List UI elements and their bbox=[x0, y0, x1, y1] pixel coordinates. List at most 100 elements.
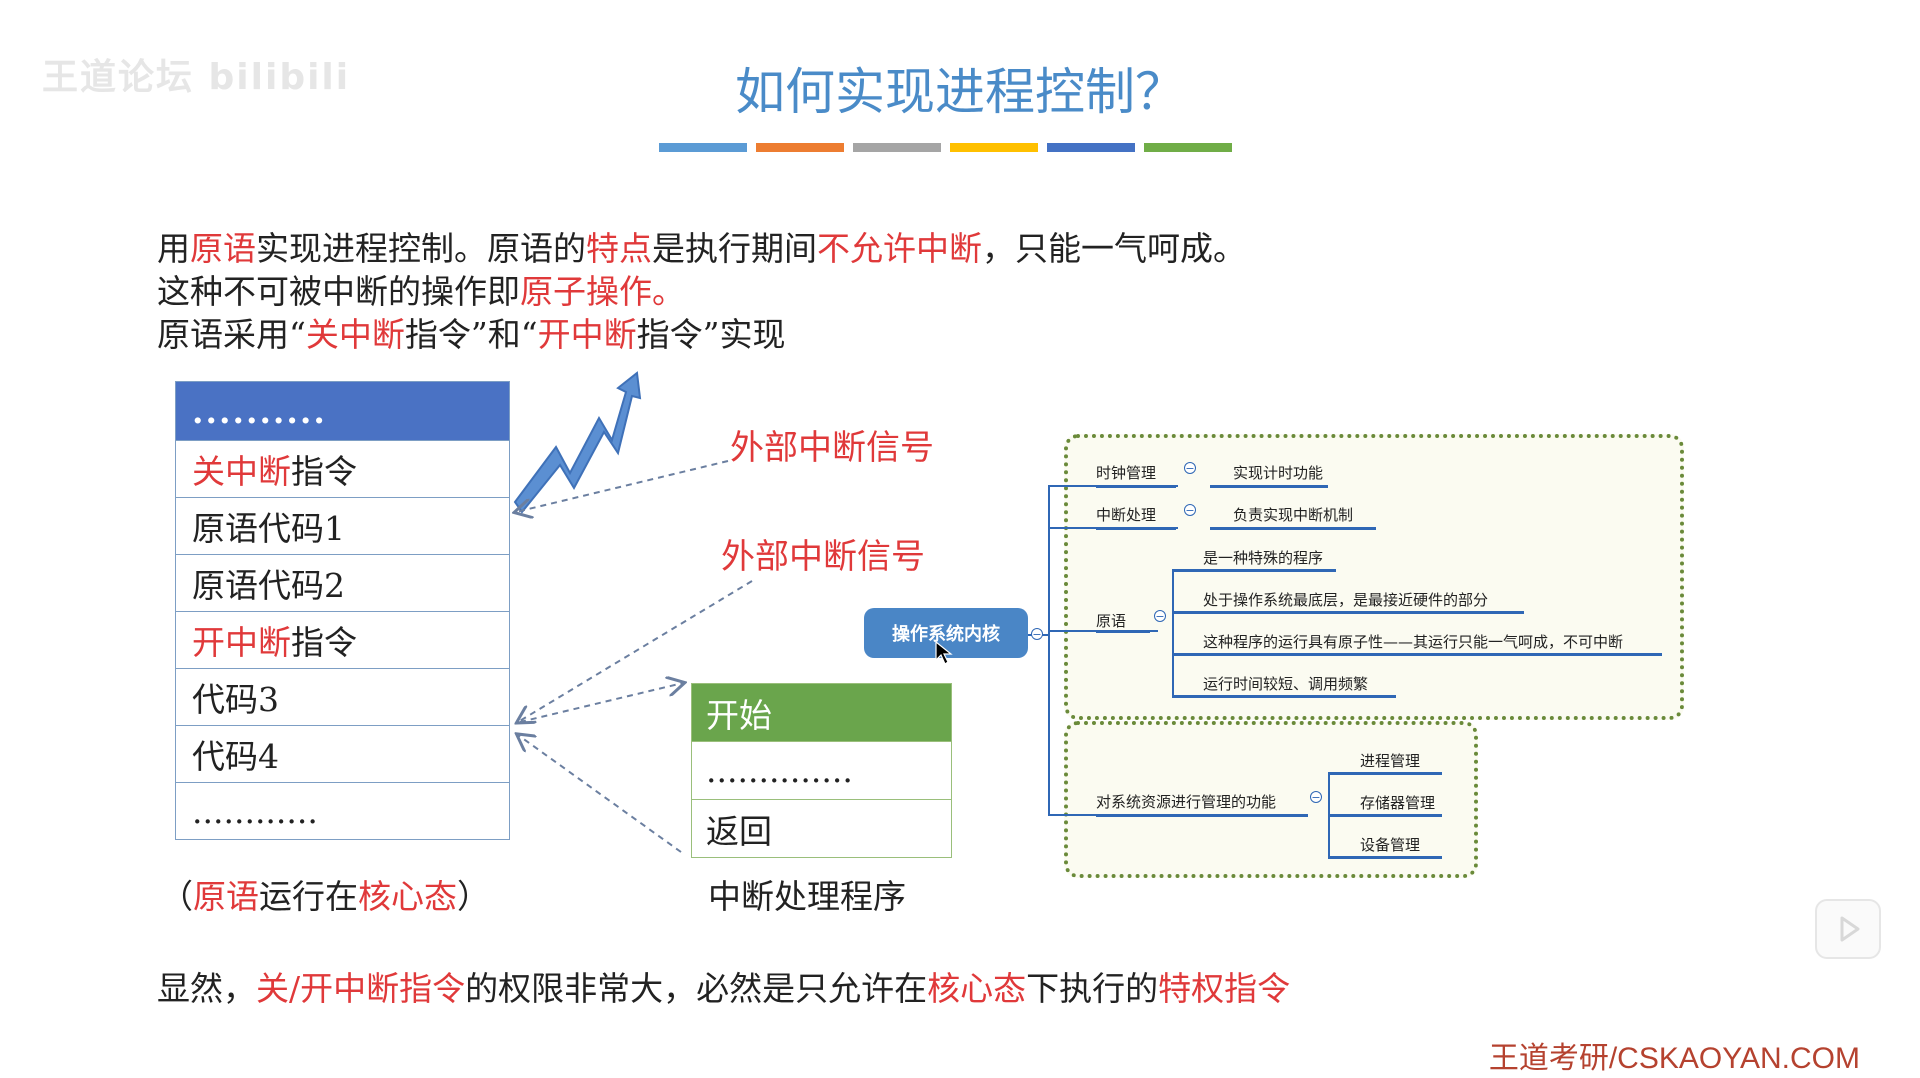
underline bbox=[1328, 772, 1442, 775]
node-primitive-lowest-layer[interactable]: 处于操作系统最底层，是最接近硬件的部分 bbox=[1203, 591, 1489, 609]
text: 指令”实现 bbox=[636, 315, 786, 354]
text: 指令”和“ bbox=[404, 315, 538, 354]
highlight: 关/开中断指令 bbox=[256, 969, 466, 1008]
lightning-icon bbox=[513, 371, 642, 514]
collapse-icon[interactable]: − bbox=[1184, 462, 1196, 475]
node-timing-function[interactable]: 实现计时功能 bbox=[1233, 464, 1324, 482]
text: 运行在 bbox=[259, 877, 358, 916]
highlight: 开中断 bbox=[192, 623, 291, 662]
title-bar-5 bbox=[1047, 143, 1135, 152]
node-clock-management[interactable]: 时钟管理 bbox=[1096, 464, 1157, 482]
highlight: 原子操作。 bbox=[520, 272, 685, 311]
highlight: 核心态 bbox=[358, 877, 457, 916]
text: 是执行期间 bbox=[652, 229, 817, 268]
collapse-icon[interactable]: − bbox=[1031, 628, 1043, 641]
external-interrupt-label-1: 外部中断信号 bbox=[730, 428, 934, 468]
play-button[interactable] bbox=[1815, 899, 1881, 959]
isr-row-return: 返回 bbox=[692, 799, 951, 857]
collapse-icon[interactable]: − bbox=[1310, 791, 1322, 804]
mindmap-group-top bbox=[1064, 434, 1684, 720]
footer-brand: 王道考研/CSKAOYAN.COM bbox=[1488, 1042, 1860, 1075]
signal-arrow-2 bbox=[518, 580, 753, 722]
underline bbox=[1096, 485, 1176, 488]
highlight: 关中断 bbox=[192, 452, 291, 491]
signal-arrow-1 bbox=[516, 460, 729, 512]
external-interrupt-label-2: 外部中断信号 bbox=[721, 537, 925, 577]
collapse-icon[interactable]: − bbox=[1154, 610, 1166, 623]
underline bbox=[1328, 814, 1442, 817]
return-arrow bbox=[518, 735, 682, 853]
primitive-code-table: .......... 关中断指令 原语代码1 原语代码2 开中断指令 代码3 代… bbox=[175, 381, 510, 840]
highlight: 关中断 bbox=[305, 315, 405, 354]
caption-interrupt-handler: 中断处理程序 bbox=[708, 877, 906, 916]
highlight: 核心态 bbox=[927, 969, 1027, 1008]
jump-to-isr-arrow bbox=[519, 683, 683, 723]
text: 实现进程控制。原语的 bbox=[256, 229, 586, 268]
text: 指令 bbox=[291, 452, 357, 491]
underline bbox=[1210, 527, 1376, 530]
node-memory-management[interactable]: 存储器管理 bbox=[1360, 794, 1436, 812]
node-device-management[interactable]: 设备管理 bbox=[1360, 836, 1421, 854]
node-resource-management[interactable]: 对系统资源进行管理的功能 bbox=[1096, 793, 1277, 811]
title-bar-6 bbox=[1144, 143, 1232, 152]
text: ，只能一气呵成。 bbox=[982, 229, 1246, 268]
highlight: 特点 bbox=[586, 229, 652, 268]
conclusion-text: 显然，关/开中断指令的权限非常大，必然是只允许在核心态下执行的特权指令 bbox=[157, 962, 1290, 1010]
caption-kernel-mode: （原语运行在核心态） bbox=[160, 870, 490, 918]
text: 原语采用“ bbox=[157, 315, 306, 354]
code-row-primitive-2: 原语代码2 bbox=[176, 554, 509, 611]
title-bar-2 bbox=[756, 143, 844, 152]
play-icon bbox=[1840, 916, 1860, 942]
code-row-enable-interrupt: 开中断指令 bbox=[176, 611, 509, 668]
text: 的权限非常大，必然是只允许在 bbox=[465, 969, 928, 1008]
underline bbox=[1172, 695, 1396, 698]
text: （ bbox=[160, 877, 193, 916]
text: 下执行的 bbox=[1026, 969, 1159, 1008]
code-row-code-4: 代码4 bbox=[176, 725, 509, 782]
highlight: 原语 bbox=[193, 877, 259, 916]
node-interrupt-mechanism[interactable]: 负责实现中断机制 bbox=[1233, 506, 1354, 524]
underline bbox=[1172, 653, 1662, 656]
underline bbox=[1328, 856, 1442, 859]
connector bbox=[1172, 569, 1174, 696]
underline bbox=[1210, 485, 1328, 488]
text: ） bbox=[457, 877, 490, 916]
code-row-disable-interrupt: 关中断指令 bbox=[176, 440, 509, 497]
code-row-primitive-1: 原语代码1 bbox=[176, 497, 509, 554]
slide-title: 如何实现进程控制？ bbox=[735, 63, 1185, 121]
underline bbox=[1096, 527, 1176, 530]
text: 这种不可被中断的操作即 bbox=[157, 272, 520, 311]
code-row-code-3: 代码3 bbox=[176, 668, 509, 725]
title-bar-3 bbox=[853, 143, 941, 152]
connector bbox=[1048, 485, 1050, 815]
code-row-ellipsis: .......... bbox=[176, 382, 509, 440]
mindmap-root-node[interactable]: 操作系统内核 bbox=[864, 608, 1028, 658]
text: 用 bbox=[157, 229, 190, 268]
highlight: 开中断 bbox=[537, 315, 637, 354]
node-primitive-short-frequent[interactable]: 运行时间较短、调用频繁 bbox=[1203, 675, 1369, 693]
title-bar-4 bbox=[950, 143, 1038, 152]
isr-row-ellipsis: .............. bbox=[692, 741, 951, 799]
paragraph-3: 原语采用“关中断指令”和“开中断指令”实现 bbox=[157, 308, 786, 356]
underline bbox=[1096, 814, 1308, 817]
node-primitive-atomic[interactable]: 这种程序的运行具有原子性——其运行只能一气呵成，不可中断 bbox=[1203, 633, 1624, 651]
interrupt-handler-table: 开始 .............. 返回 bbox=[691, 683, 952, 858]
watermark-logo: 王道论坛 bilibili bbox=[42, 57, 351, 98]
mindmap-group-bottom bbox=[1064, 721, 1478, 878]
text: 显然， bbox=[157, 969, 256, 1008]
collapse-icon[interactable]: − bbox=[1184, 504, 1196, 517]
underline bbox=[1172, 611, 1524, 614]
mouse-cursor-icon bbox=[935, 640, 953, 665]
highlight: 原语 bbox=[190, 229, 256, 268]
node-interrupt-handling[interactable]: 中断处理 bbox=[1096, 506, 1157, 524]
title-bar-1 bbox=[659, 143, 747, 152]
paragraph-1: 用原语实现进程控制。原语的特点是执行期间不允许中断，只能一气呵成。 bbox=[157, 222, 1246, 270]
node-primitive-special-program[interactable]: 是一种特殊的程序 bbox=[1203, 549, 1324, 567]
underline bbox=[1096, 630, 1150, 633]
highlight: 不允许中断 bbox=[817, 229, 982, 268]
underline bbox=[1172, 569, 1336, 572]
node-process-management[interactable]: 进程管理 bbox=[1360, 752, 1421, 770]
node-primitive[interactable]: 原语 bbox=[1096, 612, 1127, 630]
paragraph-2: 这种不可被中断的操作即原子操作。 bbox=[157, 265, 685, 313]
